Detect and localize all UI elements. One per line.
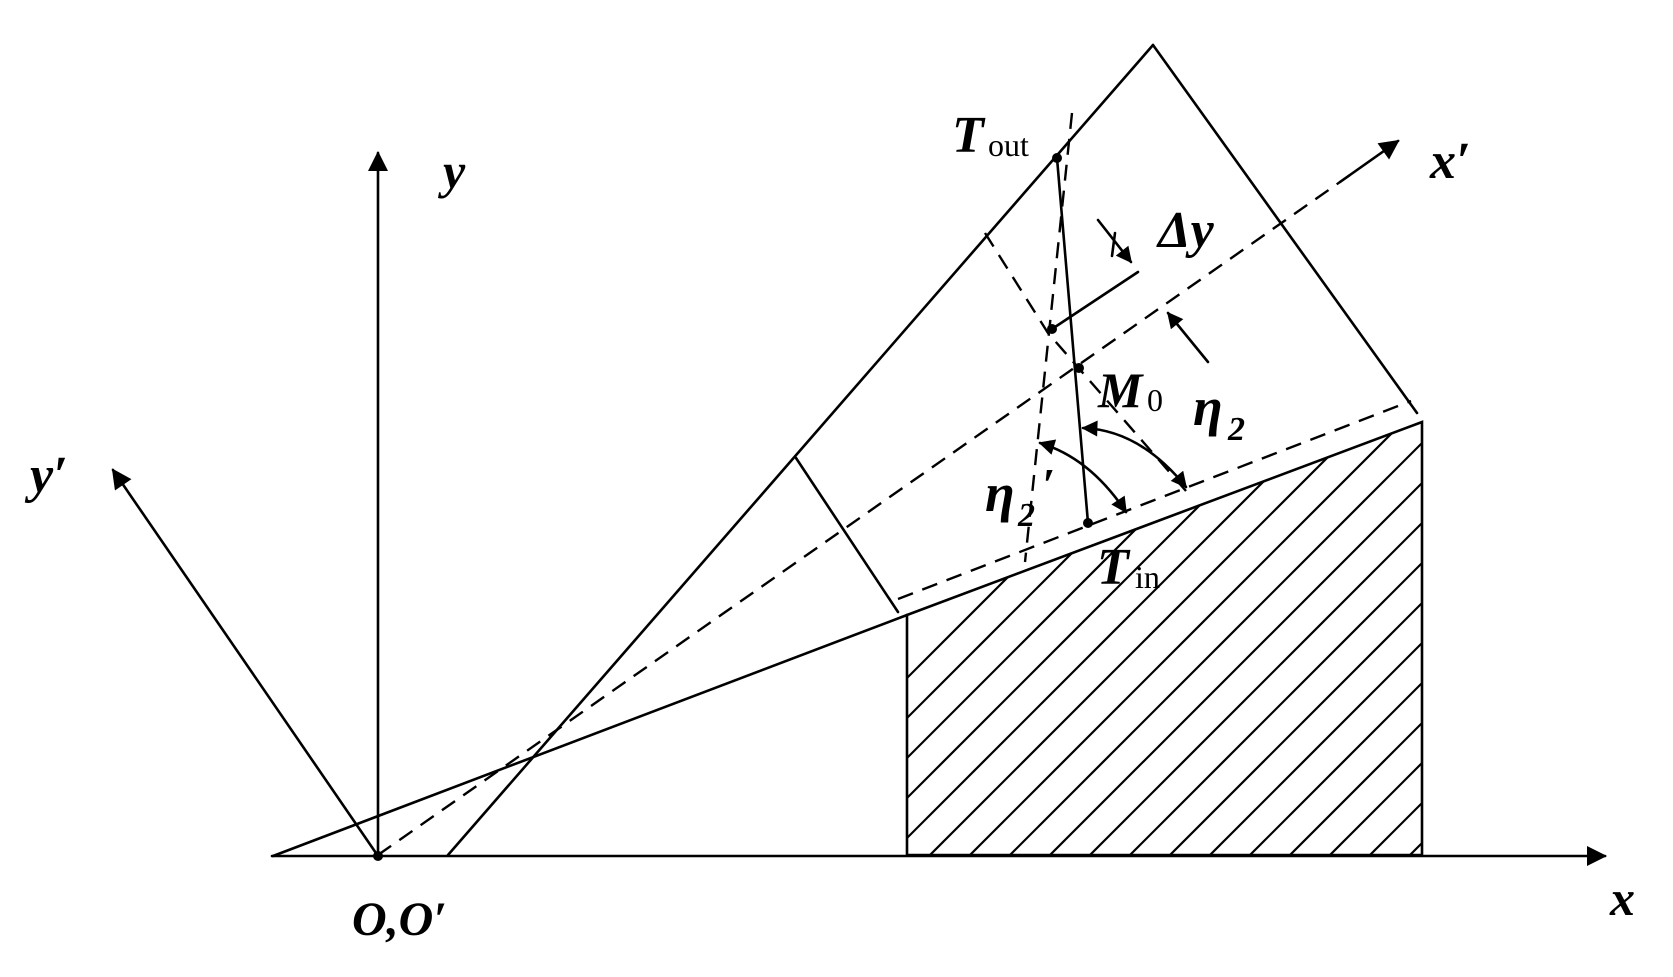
x-prime-axis-label: x′ [1429, 133, 1471, 190]
y-axis-label: y [438, 143, 466, 199]
m0-point [1074, 363, 1084, 373]
t-in-label-main: T [1097, 539, 1131, 596]
origin-point [373, 851, 383, 861]
eta2-prime-label-main: η [985, 463, 1015, 523]
x-axis-label: x [1609, 870, 1635, 926]
delta-y-arrow-upper [1096, 218, 1133, 264]
m0-label-main: M [1097, 362, 1144, 418]
m0-label: M 0 [1097, 362, 1163, 418]
eta2-prime-arc [1038, 439, 1128, 514]
tout-to-tin-segment [1055, 156, 1090, 525]
t-in-label-sub: in [1135, 559, 1160, 595]
eta2-label-sub: 2 [1227, 411, 1245, 448]
origin-label: O,O′ [352, 893, 447, 946]
t-out-label: T out [952, 107, 1029, 164]
t-out-label-main: T [952, 107, 986, 164]
delta-y-extension-lower [1050, 270, 1140, 331]
eta2-prime-label: η 2 ′ [985, 459, 1055, 534]
dashed-tool-line [1023, 112, 1074, 563]
x-prime-arrow [1338, 139, 1400, 184]
delta-y-label: Δy [1156, 202, 1215, 259]
eta2-label: η 2 [1193, 377, 1245, 448]
dashed-lines [377, 112, 1412, 856]
hatched-region [905, 420, 1424, 857]
angle-arcs [1038, 420, 1188, 514]
t-in-label: T in [1097, 539, 1160, 596]
tool-inner-segment [794, 456, 900, 614]
eta2-arc [1081, 420, 1188, 489]
eta2-label-main: η [1193, 377, 1223, 437]
dashed-normal-line [983, 232, 1187, 492]
dashed-parallel-line [897, 399, 1412, 601]
t-out-label-sub: out [988, 127, 1029, 163]
delta-y-dimension [1050, 218, 1210, 364]
tool-right-edge [1151, 43, 1419, 415]
eta2-prime-label-sub: 2 [1017, 497, 1035, 534]
y-prime-axis-label: y′ [24, 447, 68, 504]
hatch-lines [907, 422, 1422, 855]
cutting-line [271, 613, 909, 858]
delta-y-arrow-lower [1166, 311, 1210, 364]
t-in-point [1083, 518, 1093, 528]
y-prime-axis [111, 468, 380, 858]
eta2-prime-label-prime: ′ [1042, 459, 1055, 510]
axes [111, 139, 1607, 866]
t-out-point [1052, 153, 1062, 163]
x-prime-axis-line [377, 174, 1351, 856]
m0-label-sub: 0 [1147, 382, 1163, 418]
tool-left-edge [446, 43, 1155, 857]
delta-y-tick-upper [1110, 231, 1117, 258]
